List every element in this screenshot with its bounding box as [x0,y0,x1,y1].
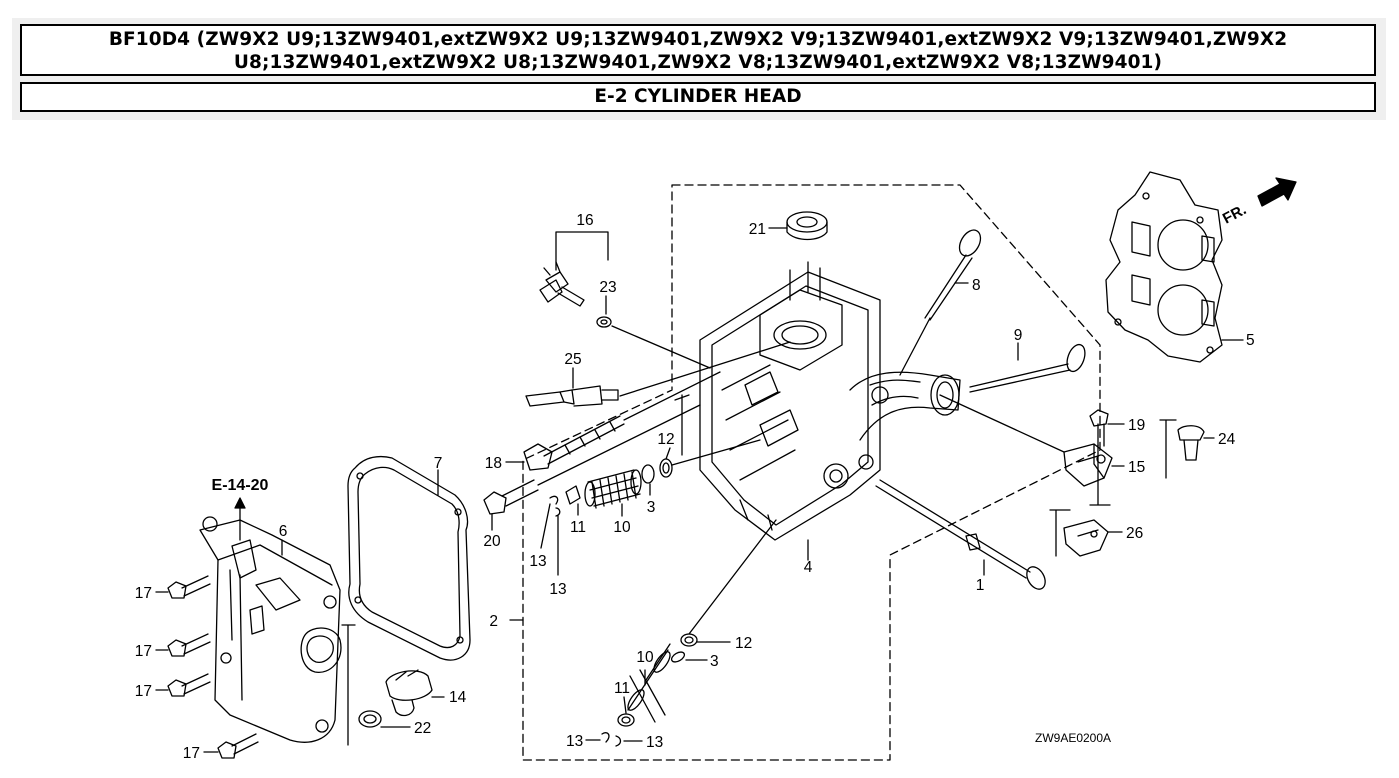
model-title-line2: U8;13ZW9401,extZW9X2 U8;13ZW9401,ZW9X2 V… [233,52,1163,73]
cylinder-head-body [699,261,961,541]
flange-bolt-17c [167,673,211,697]
callout-24: 24 [1218,431,1236,448]
intake-valve-1 [875,479,1046,590]
callout-25: 25 [564,351,581,368]
callout-9: 9 [1014,327,1023,344]
leader-spring-upper [671,439,761,466]
sealing-washer-23 [596,316,612,328]
bracket-6 [341,624,356,746]
assembly-boundary-dashed [522,184,1101,761]
reference-label: E-14-20 [212,477,269,494]
oil-filler-cap [385,669,433,717]
drawing-code: ZW9AE0200A [1035,731,1111,745]
leader-13a [540,503,551,549]
callout-6: 6 [279,523,288,540]
callout-3a: 3 [647,499,656,516]
callout-16: 16 [576,212,593,229]
callout-17a: 17 [135,585,152,602]
callout-19: 19 [1128,417,1145,434]
push-clip-24 [1177,425,1205,461]
flange-bolt-18 [523,415,625,471]
flange-bolt-17b [167,633,211,657]
model-title: BF10D4 (ZW9X2 U9;13ZW9401,extZW9X2 U9;13… [20,24,1376,76]
callout-17b: 17 [135,643,152,660]
flange-bolt-20 [483,479,539,515]
leader-23b [611,325,711,369]
intake-valve [969,343,1086,393]
header-panel: BF10D4 (ZW9X2 U9;13ZW9401,extZW9X2 U9;13… [12,18,1386,120]
leader-18b [623,371,721,421]
callout-12b: 12 [735,635,752,652]
leader-8b [899,317,931,376]
bracket-16 [555,231,609,271]
retainer-11a [565,485,581,505]
oil-seal [786,211,828,241]
spring-seat-3a [641,464,655,484]
callout-2: 2 [489,613,498,630]
callout-5: 5 [1246,332,1255,349]
cotter-13b [601,732,622,747]
head-cover-gasket [347,455,471,661]
callout-26: 26 [1126,525,1143,542]
callout-17c: 17 [135,683,152,700]
leader-spring-lower [688,519,777,635]
flange-bolt-17d [217,733,259,759]
callout-1: 1 [976,577,985,594]
callout-21: 21 [749,221,766,238]
callout-10a: 10 [613,519,631,536]
leader-25b [619,341,791,397]
callout-15: 15 [1128,459,1145,476]
cotter-13a [549,495,561,517]
o-ring-22 [358,710,382,728]
valve-spring-upper [584,469,642,509]
callout-17d: 17 [183,745,200,762]
spring-seat-3b [670,651,686,663]
flange-bolt-19 [1089,409,1109,447]
callout-13c: 13 [566,733,583,750]
stem-seal-12a [659,458,673,478]
valve-spring-lower [627,643,671,723]
bracket-15-group [1089,444,1111,506]
callout-8: 8 [972,277,981,294]
callout-20: 20 [483,533,501,550]
callout-11a: 11 [570,519,586,536]
hanger-bracket-26 [1063,519,1109,557]
callout-13a: 13 [529,553,546,570]
head-gasket [1105,171,1223,363]
cylinder-head-cover [199,516,342,743]
callout-7: 7 [434,455,443,472]
bracket-26 [1049,509,1071,557]
callout-22: 22 [414,720,431,737]
model-title-line1: BF10D4 (ZW9X2 U9;13ZW9401,extZW9X2 U9;13… [108,29,1288,50]
retainer-11b [617,713,635,727]
front-direction-label: FR. [1220,201,1249,227]
callout-13b: 13 [549,581,566,598]
callout-23: 23 [599,279,616,296]
ref-arrow-head [234,497,246,509]
bracket-24 [1159,419,1177,479]
front-arrow-icon [1257,177,1297,207]
spark-plug [525,385,619,407]
leader-20b [537,404,701,486]
callout-3b: 3 [710,653,719,670]
stem-seal-12b [680,633,698,647]
exhaust-valve [924,229,982,321]
callout-12a: 12 [657,431,674,448]
callout-18: 18 [485,455,502,472]
callout-10b: 10 [636,649,654,666]
callout-14: 14 [449,689,467,706]
leader-15b [939,394,1065,453]
flange-bolt-17a [167,575,211,599]
leader-12a [665,447,671,460]
callout-11b: 11 [614,680,630,697]
leader-11b [623,696,627,714]
bracket-12 [674,394,690,456]
hanger-bracket-15 [1063,443,1113,487]
callout-4: 4 [804,559,813,576]
callout-13d: 13 [646,734,663,751]
section-title: E-2 CYLINDER HEAD [20,82,1376,112]
thermo-sensor [539,261,585,307]
